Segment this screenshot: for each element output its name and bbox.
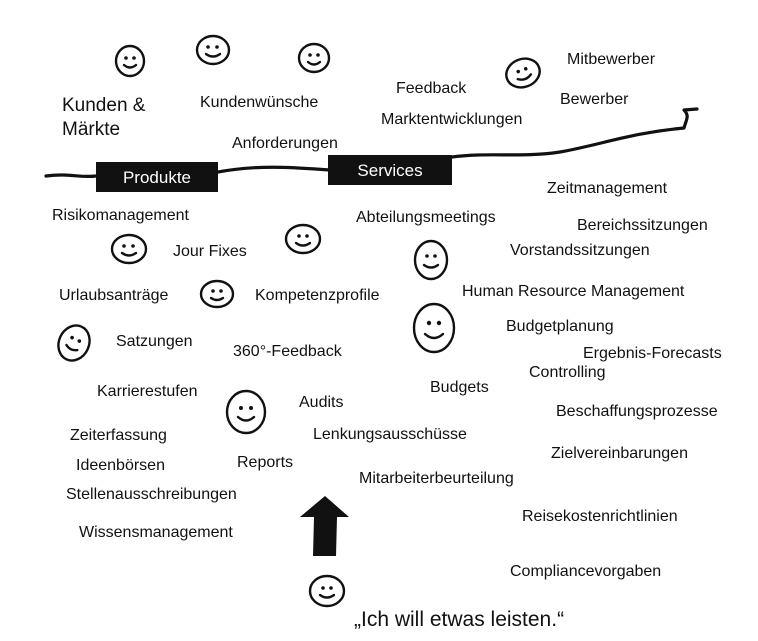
reports-label: Reports — [237, 454, 294, 471]
up-arrow-icon — [300, 496, 349, 556]
produkte-label: Produkte — [122, 167, 192, 187]
smiley-face-icon — [199, 279, 235, 309]
smiley-face-icon — [412, 302, 456, 354]
smiley-face-icon — [505, 57, 541, 89]
feedback-label: Feedback — [396, 80, 467, 97]
quote-text: „Ich will etwas leisten.“ — [354, 608, 565, 631]
jour-fixes-label: Jour Fixes — [173, 243, 247, 260]
feedback-360-label: 360°-Feedback — [233, 343, 342, 360]
smiley-face-icon — [110, 233, 148, 265]
budgets-label: Budgets — [430, 379, 489, 396]
smiley-face-icon — [284, 223, 322, 255]
kundenwuensche-label: Kundenwünsche — [200, 94, 319, 111]
smiley-face-icon — [114, 44, 146, 78]
karrierestufen-label: Karrierestufen — [97, 383, 198, 400]
zeiterfassung-label: Zeiterfassung — [70, 427, 167, 444]
smiley-face-icon — [57, 324, 91, 362]
produkte-box: Produkte — [96, 162, 218, 192]
services-box: Services — [328, 155, 452, 185]
mitbewerber-label: Mitbewerber — [567, 51, 656, 68]
ideenboersen-label: Ideenbörsen — [76, 457, 165, 474]
zielvereinbarungen-label: Zielvereinbarungen — [551, 445, 688, 462]
audits-label: Audits — [299, 394, 344, 411]
satzungen-label: Satzungen — [116, 333, 193, 350]
services-label: Services — [357, 160, 423, 180]
vorstandssitzungen-label: Vorstandssitzungen — [510, 242, 650, 259]
reisekostenrichtlinien-label: Reisekostenrichtlinien — [522, 508, 678, 525]
zeitmanagement-label: Zeitmanagement — [547, 180, 668, 197]
bewerber-label: Bewerber — [560, 91, 629, 108]
beschaffungsprozesse-label: Beschaffungsprozesse — [556, 403, 718, 420]
urlaubsantraege-label: Urlaubsanträge — [59, 287, 169, 304]
budgetplanung-label: Budgetplanung — [506, 318, 614, 335]
bereichssitzungen-label: Bereichssitzungen — [577, 217, 708, 234]
hrm-label: Human Resource Management — [462, 283, 685, 300]
mitarbeiterbeurteilung-label: Mitarbeiterbeurteilung — [359, 470, 514, 487]
smiley-face-icon — [308, 574, 346, 608]
ergebnis-forecasts-label: Ergebnis-Forecasts — [583, 345, 722, 362]
lenkungsausschuesse-label: Lenkungsausschüsse — [313, 426, 467, 443]
smiley-face-icon — [225, 389, 267, 435]
kunden-maerkte-label: Kunden & Märkte — [62, 95, 146, 140]
risikomanagement-label: Risikomanagement — [52, 207, 189, 224]
horizon-line — [44, 107, 699, 179]
marktentwicklungen-label: Marktentwicklungen — [381, 111, 523, 128]
kompetenzprofile-label: Kompetenzprofile — [255, 287, 380, 304]
smiley-face-icon — [297, 42, 331, 74]
smiley-face-icon — [413, 239, 449, 281]
abteilungsmeetings-label: Abteilungsmeetings — [356, 209, 496, 226]
controlling-label: Controlling — [529, 364, 606, 381]
smiley-face-icon — [195, 34, 231, 66]
wissensmanagement-label: Wissensmanagement — [79, 524, 233, 541]
stellenausschreibungen-label: Stellenausschreibungen — [66, 486, 237, 503]
anforderungen-label: Anforderungen — [232, 135, 338, 152]
compliancevorgaben-label: Compliancevorgaben — [510, 563, 662, 580]
